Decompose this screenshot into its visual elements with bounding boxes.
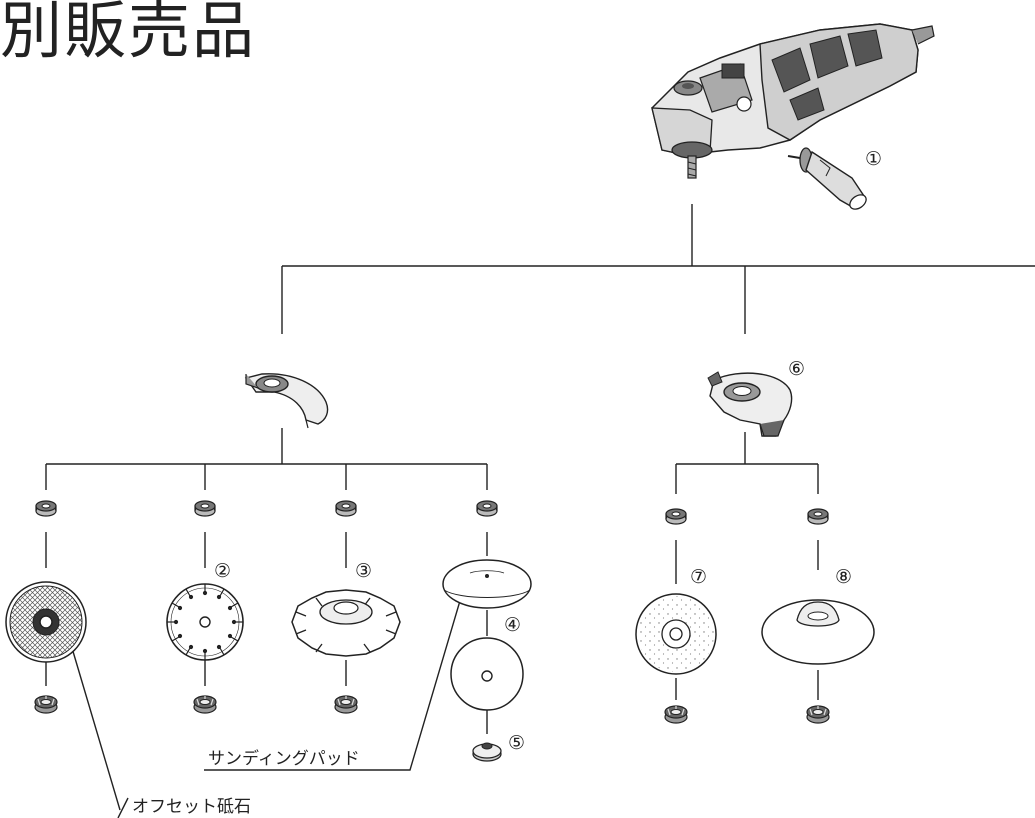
callout-6: ⑥ <box>788 358 806 380</box>
sanding-pad-icon <box>442 559 532 609</box>
segment-wheel-icon <box>291 589 401 657</box>
lock-nut-icon <box>193 695 217 714</box>
callout-2: ② <box>214 560 232 582</box>
lock-nut-icon <box>664 705 688 724</box>
callout-5: ⑤ <box>508 732 526 754</box>
rubber-pad-icon <box>761 599 875 665</box>
page-title: 別販売品 <box>0 0 257 67</box>
flange-icon <box>35 500 57 517</box>
flange-icon <box>194 500 216 517</box>
flange-icon <box>665 508 687 525</box>
flange-icon <box>807 508 829 525</box>
wheel-guard-icon <box>707 371 793 437</box>
tree-lines <box>45 204 1035 818</box>
angle-grinder-icon <box>651 23 935 179</box>
offset-wheel-label: オフセット砥石 <box>132 797 251 817</box>
callout-3: ③ <box>355 560 373 582</box>
flange-icon <box>476 500 498 517</box>
callout-4: ④ <box>504 614 522 636</box>
offset-wheel-icon <box>5 581 87 663</box>
pad-nut-icon <box>472 742 502 762</box>
side-handle-icon <box>787 147 867 210</box>
lock-nut-icon <box>34 695 58 714</box>
wheel-guard-icon <box>244 373 329 429</box>
flange-icon <box>335 500 357 517</box>
callout-8: ⑧ <box>835 566 853 588</box>
sanding-disc-icon <box>450 637 524 711</box>
cup-wheel-icon <box>635 593 717 675</box>
callout-1: ① <box>865 148 883 170</box>
lock-nut-icon <box>334 695 358 714</box>
diamond-wheel-icon <box>166 583 244 661</box>
callout-7: ⑦ <box>690 566 708 588</box>
lock-nut-icon <box>806 705 830 724</box>
sanding-pad-label: サンディングパッド <box>208 749 360 769</box>
